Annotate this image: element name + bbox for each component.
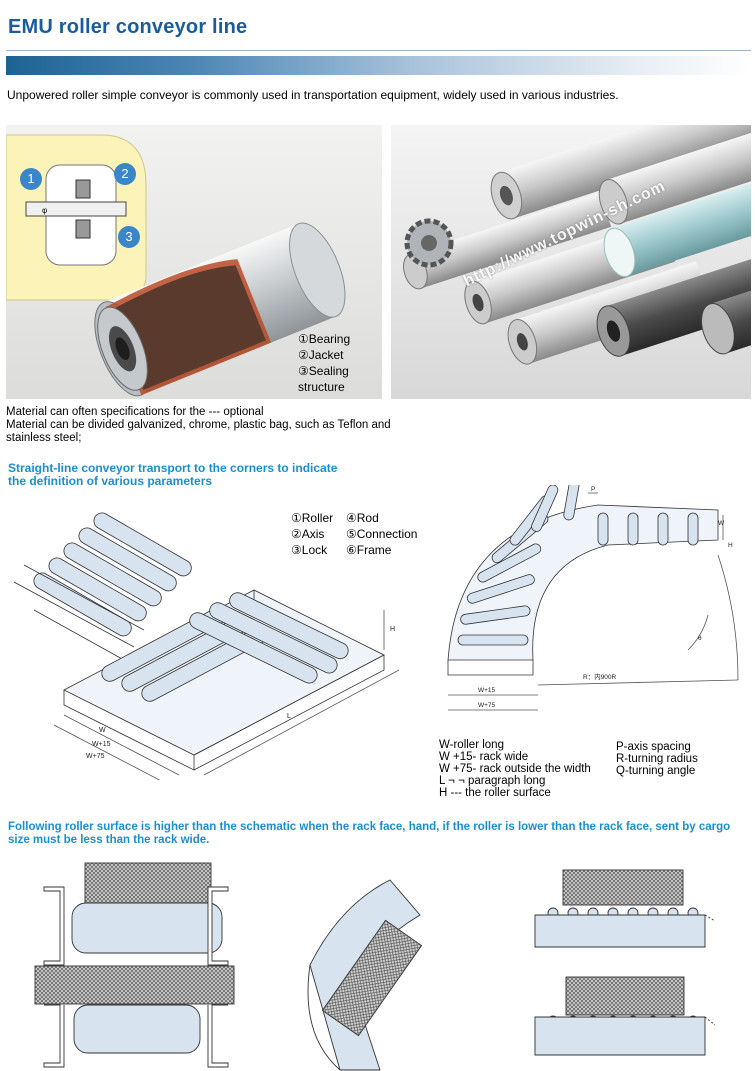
material-note-line1: Material can often specifications for th… bbox=[6, 406, 264, 418]
cutaway-legend: ①Bearing ②Jacket ③Sealing structure bbox=[298, 331, 370, 395]
curved-conveyor-diagram: W+15 W+75 R：内900R P W H θ bbox=[447, 485, 739, 711]
section3-heading: Following roller surface is higher than … bbox=[8, 821, 731, 846]
param-w75: W +75- rack outside the width bbox=[439, 763, 591, 775]
curve-dim-w: W bbox=[718, 520, 725, 527]
material-note: Material can often specifications for th… bbox=[6, 406, 396, 445]
svg-text:φ: φ bbox=[42, 206, 47, 215]
param-l: L ¬ ¬ paragraph long bbox=[439, 775, 546, 787]
curve-dim-r: R：内900R bbox=[583, 672, 617, 681]
param-w15: W +15- rack wide bbox=[439, 751, 529, 763]
param-q: Q-turning angle bbox=[616, 765, 696, 777]
param-w: W-roller long bbox=[439, 739, 504, 751]
callout-3: 3 bbox=[118, 226, 140, 248]
intro-text: Unpowered roller simple conveyor is comm… bbox=[7, 88, 619, 102]
title-rule bbox=[6, 50, 751, 51]
curve-dim-w15: W+15 bbox=[478, 687, 496, 694]
dim-w15: W+15 bbox=[92, 741, 111, 748]
dim-h: H bbox=[390, 626, 395, 633]
dim-w75: W+75 bbox=[86, 753, 105, 760]
roller-assortment-illustration bbox=[403, 125, 751, 365]
legend-bearing: ①Bearing bbox=[298, 332, 351, 346]
parts-row-2: ②Axis ⑤Connection bbox=[291, 527, 418, 541]
section2-heading: Straight-line conveyor transport to the … bbox=[8, 461, 338, 488]
cargo-size-diagrams bbox=[34, 862, 716, 1071]
material-note-line2: Material can be divided galvanized, chro… bbox=[6, 419, 391, 444]
params-right: P-axis spacing R-turning radius Q-turnin… bbox=[616, 741, 698, 777]
legend-sealing: ③Sealing structure bbox=[298, 364, 349, 394]
roller-cutaway-photo: φ 1 2 3 ①Bearing ②Jacket ③Sealing struct… bbox=[6, 125, 382, 399]
page-title: EMU roller conveyor line bbox=[8, 16, 248, 38]
parts-legend: ①Roller ④Rod ②Axis ⑤Connection ③Lock ⑥Fr… bbox=[291, 510, 441, 558]
curve-dim-theta: θ bbox=[698, 635, 702, 642]
legend-jacket: ②Jacket bbox=[298, 348, 344, 362]
dim-w: W bbox=[99, 727, 106, 734]
dim-l: L bbox=[287, 713, 291, 720]
param-h: H --- the roller surface bbox=[439, 787, 551, 799]
callout-2: 2 bbox=[114, 163, 136, 185]
roller-assortment-photo: http://www.topwin-sh.com bbox=[391, 125, 751, 399]
params-left: W-roller long W +15- rack wide W +75- ra… bbox=[439, 739, 591, 799]
straight-conveyor-diagram: W W+15 W+75 L H bbox=[13, 512, 400, 780]
header-gradient-bar bbox=[6, 56, 751, 75]
param-r: R-turning radius bbox=[616, 753, 698, 765]
parts-row-3: ③Lock ⑥Frame bbox=[291, 543, 392, 557]
param-p: P-axis spacing bbox=[616, 741, 691, 753]
curve-dim-h: H bbox=[728, 542, 733, 549]
roller-cutaway-illustration: φ bbox=[6, 134, 346, 397]
curve-dim-p: P bbox=[591, 486, 595, 493]
curve-dim-w75: W+75 bbox=[478, 702, 496, 709]
callout-1: 1 bbox=[20, 168, 42, 190]
parts-row-1: ①Roller ④Rod bbox=[291, 511, 379, 525]
